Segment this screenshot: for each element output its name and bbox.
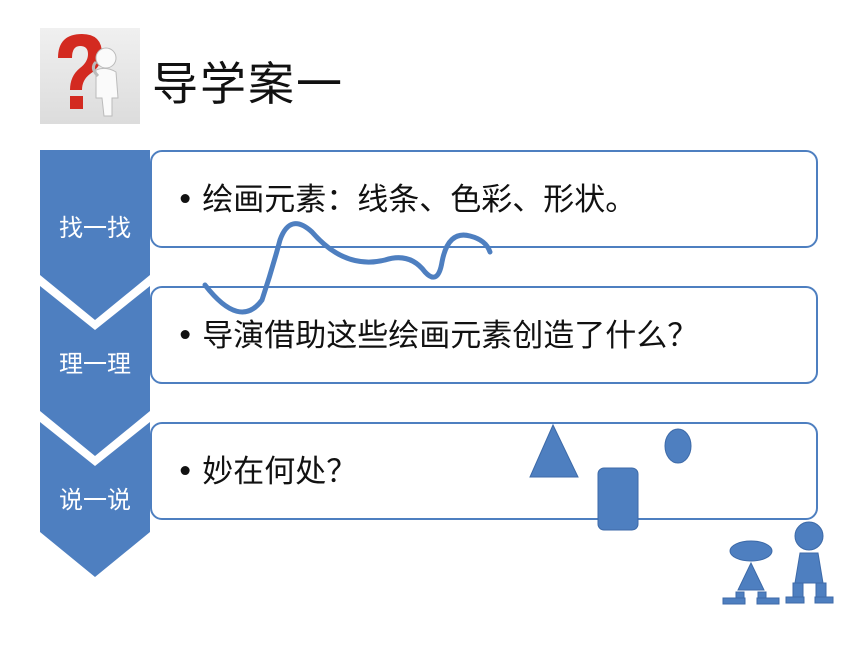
step-box-discuss: •妙在何处？ <box>150 422 818 520</box>
triangle-shape <box>529 423 579 478</box>
step-label-discuss: 说一说 <box>59 486 131 514</box>
step-label-find: 找一找 <box>59 214 131 242</box>
step-discuss: 说一说 •妙在何处？ <box>40 422 820 577</box>
step-box-find: •绘画元素：线条、色彩、形状。 <box>150 150 818 248</box>
bullet: • <box>176 182 195 218</box>
page-title: 导学案一 <box>152 57 344 111</box>
step-text-organize: 导演借助这些绘画元素创造了什么？ <box>202 318 699 354</box>
chevron-find <box>40 150 150 320</box>
ellipse-shape <box>664 428 692 464</box>
wavy-line-shape <box>202 221 493 315</box>
step-find: 找一找 •绘画元素：线条、色彩、形状。 <box>40 150 820 320</box>
figure-hat-icon <box>722 540 780 605</box>
question-person-icon <box>40 28 140 124</box>
bullet: • <box>176 318 195 354</box>
figure-round-head-icon <box>785 521 834 604</box>
rectangle-shape <box>597 467 639 531</box>
bullet: • <box>176 454 195 490</box>
step-label-organize: 理一理 <box>59 350 131 378</box>
chevron-organize <box>40 286 150 456</box>
step-text-discuss: 妙在何处？ <box>202 454 358 490</box>
chevron-discuss <box>40 422 150 577</box>
step-text-find: 绘画元素：线条、色彩、形状。 <box>202 182 637 218</box>
